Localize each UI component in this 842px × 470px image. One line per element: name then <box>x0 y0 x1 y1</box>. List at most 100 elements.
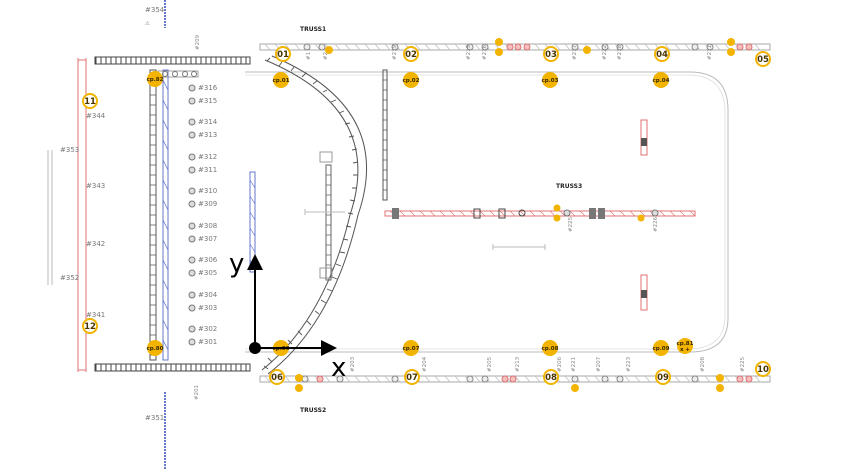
cp07-label: cp.07 <box>403 346 420 352</box>
cp09-label: cp.09 <box>653 346 670 352</box>
fixture-label-col-9: #307 <box>198 235 217 243</box>
small-yellow-markers <box>295 38 735 392</box>
control-point-cp80[interactable]: cp.80 <box>147 340 164 356</box>
marker-07[interactable]: 07 <box>404 369 420 385</box>
fixture-label-col-10: #306 <box>198 256 218 264</box>
fixture-top-0: #209 <box>195 34 201 50</box>
fixture-label-col-0: #316 <box>198 84 218 92</box>
fixture-bottom-7: #221 <box>571 357 577 372</box>
fixture-top-4: #215 <box>466 44 472 60</box>
marker-10[interactable]: 10 <box>755 361 771 377</box>
marker-05-label: 05 <box>757 55 769 65</box>
fixture-top-6: #217 <box>572 44 578 60</box>
fixture-label-col-2: #314 <box>198 118 218 126</box>
cp82-label: cp.82 <box>147 77 164 83</box>
cp80-label: cp.80 <box>147 346 164 352</box>
control-point-cp07[interactable]: cp.07 <box>403 340 420 356</box>
marker-12-label: 12 <box>84 322 96 332</box>
fixture-top-1: #1 <box>306 52 312 60</box>
fixture-bottom-1: #203 <box>350 356 356 372</box>
control-point-cp03[interactable]: cp.03 <box>542 72 559 88</box>
truss2-beam <box>259 375 771 383</box>
fixture-label-pipe-c: #342 <box>86 240 105 248</box>
inner-vertical-truss-dark <box>149 69 157 361</box>
fixture-top-9: #211 <box>707 45 713 60</box>
fixture-truss3-b: #226 <box>653 216 659 232</box>
control-point-cp01[interactable]: cp.01 <box>273 72 290 88</box>
marker-09[interactable]: 09 <box>655 369 671 385</box>
fixture-label-col-8: #308 <box>198 222 217 230</box>
marker-02[interactable]: 02 <box>403 46 419 62</box>
marker-06-label: 06 <box>271 373 283 383</box>
fixture-bottom-4: #206 <box>557 356 563 372</box>
fixture-top-8: #218 <box>617 44 623 60</box>
fixture-top-5: #216 <box>482 44 488 60</box>
truss3-label: TRUSS3 <box>556 183 582 190</box>
origin-point <box>249 342 261 354</box>
fixture-label-col-15: #301 <box>198 338 217 346</box>
fixture-label-col-14: #302 <box>198 325 217 333</box>
cp81-sublabel: x + <box>680 347 690 353</box>
warning-icon: ⚠ <box>145 21 150 27</box>
marker-08-label: 08 <box>545 373 557 383</box>
x-axis-label: x <box>331 353 346 383</box>
truss3-side-posts <box>492 119 648 311</box>
fixture-top-2: #2 <box>323 52 329 60</box>
cp01-label: cp.01 <box>273 78 290 84</box>
track-outline-inner <box>245 74 726 350</box>
marker-04[interactable]: 04 <box>654 46 670 62</box>
bottom-dark-truss <box>94 363 251 372</box>
truss1-beam <box>259 43 771 51</box>
fixture-bottom-0: #201 <box>194 385 200 400</box>
marker-08[interactable]: 08 <box>543 369 559 385</box>
fixture-top-3: #219 <box>392 44 398 60</box>
marker-04-label: 04 <box>656 50 668 60</box>
fixture-truss3-a: #225 <box>568 216 574 232</box>
grey-row-top <box>157 70 199 78</box>
control-point-cp81[interactable]: cp.81 x + <box>677 338 694 354</box>
cp08-label: cp.08 <box>542 346 559 352</box>
marker-09-label: 09 <box>657 373 669 383</box>
fixture-bottom-10: #225 <box>740 356 746 372</box>
control-point-cp09[interactable]: cp.09 <box>653 340 670 356</box>
fixture-bottom-8: #223 <box>626 356 632 372</box>
marker-07-label: 07 <box>406 373 418 383</box>
fixture-label-col-6: #310 <box>198 187 217 195</box>
interior-vertical-truss-2 <box>304 151 345 281</box>
fixture-label-col-4: #312 <box>198 153 217 161</box>
interior-vertical-truss-1 <box>382 69 388 201</box>
fixture-label-side-a: #353 <box>60 146 79 154</box>
marker-03[interactable]: 03 <box>543 46 559 62</box>
fixture-bottom-3: #205 <box>487 356 493 372</box>
marker-06[interactable]: 06 <box>269 369 285 385</box>
top-dark-truss <box>94 56 251 65</box>
fixture-top-7: #222 <box>602 45 608 60</box>
fixture-label-col-1: #315 <box>198 97 217 105</box>
marker-10-label: 10 <box>757 365 769 375</box>
truss2-label: TRUSS2 <box>300 407 326 414</box>
cp03-label: cp.03 <box>542 78 559 84</box>
control-point-cp82[interactable]: cp.82 <box>147 71 164 87</box>
fixture-label-side-b: #352 <box>60 274 79 282</box>
left-grey-pipe <box>47 150 53 285</box>
fixture-label-col-7: #309 <box>198 200 217 208</box>
marker-11[interactable]: 11 <box>82 93 98 109</box>
control-point-cp02[interactable]: cp.02 <box>403 72 420 88</box>
marker-12[interactable]: 12 <box>82 318 98 334</box>
cp02-label: cp.02 <box>403 78 420 84</box>
marker-01[interactable]: 01 <box>275 46 291 62</box>
control-point-cp08[interactable]: cp.08 <box>542 340 559 356</box>
fixture-label-pipe-a: #344 <box>86 112 106 120</box>
marker-05[interactable]: 05 <box>755 51 771 67</box>
interior-blue-post <box>249 171 256 273</box>
fixture-bottom-5: #207 <box>596 356 602 372</box>
fixture-label-col-11: #305 <box>198 269 217 277</box>
fixture-label-left-top: #354 <box>145 6 165 14</box>
curved-truss <box>261 55 367 375</box>
inner-vertical-truss-blue <box>162 69 169 361</box>
coordinate-axes <box>247 254 337 356</box>
truss3-beam <box>384 208 696 219</box>
control-point-cp04[interactable]: cp.04 <box>653 72 670 88</box>
marker-03-label: 03 <box>545 50 557 60</box>
